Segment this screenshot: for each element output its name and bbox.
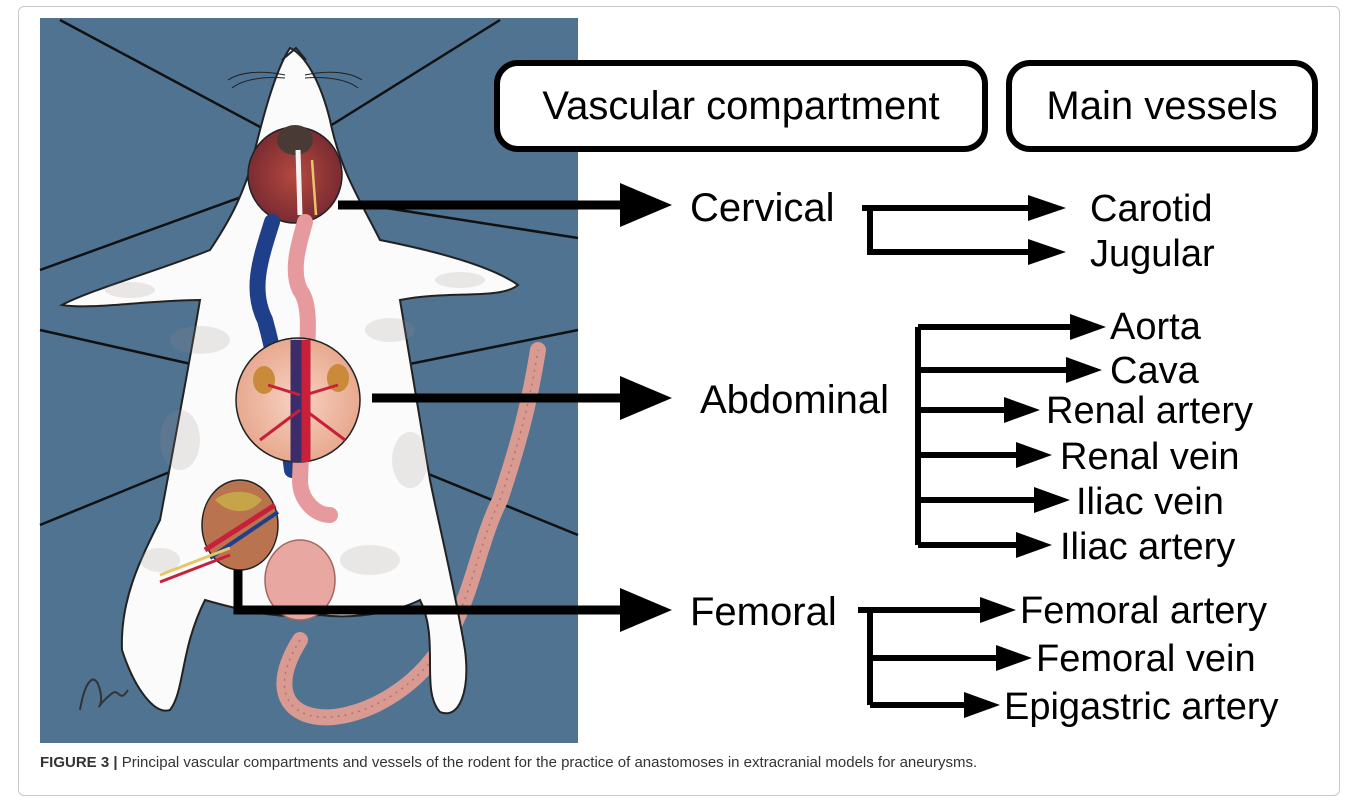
caption-label: FIGURE 3 |: [40, 754, 118, 771]
vessel-femoral-artery: Femoral artery: [1020, 592, 1267, 630]
label-cervical: Cervical: [690, 188, 834, 228]
vessel-carotid: Carotid: [1090, 190, 1213, 228]
vessel-iliac-artery: Iliac artery: [1060, 528, 1235, 566]
vessel-iliac-vein: Iliac vein: [1076, 483, 1224, 521]
figure-caption: FIGURE 3 | Principal vascular compartmen…: [40, 754, 1330, 771]
vessel-renal-vein: Renal vein: [1060, 438, 1240, 476]
vessel-epigastric-artery: Epigastric artery: [1004, 688, 1279, 726]
header-vascular-compartment: Vascular compartment: [494, 60, 988, 152]
vessel-cava: Cava: [1110, 352, 1199, 390]
vessel-jugular: Jugular: [1090, 235, 1215, 273]
header-main-vessels: Main vessels: [1006, 60, 1318, 152]
cervical-branches: [862, 195, 1066, 265]
caption-text: Principal vascular compartments and vess…: [118, 754, 978, 771]
label-abdominal: Abdominal: [700, 380, 889, 420]
label-femoral: Femoral: [690, 592, 837, 632]
vessel-femoral-vein: Femoral vein: [1036, 640, 1256, 678]
vessel-aorta: Aorta: [1110, 308, 1201, 346]
vessel-renal-artery: Renal artery: [1046, 392, 1253, 430]
